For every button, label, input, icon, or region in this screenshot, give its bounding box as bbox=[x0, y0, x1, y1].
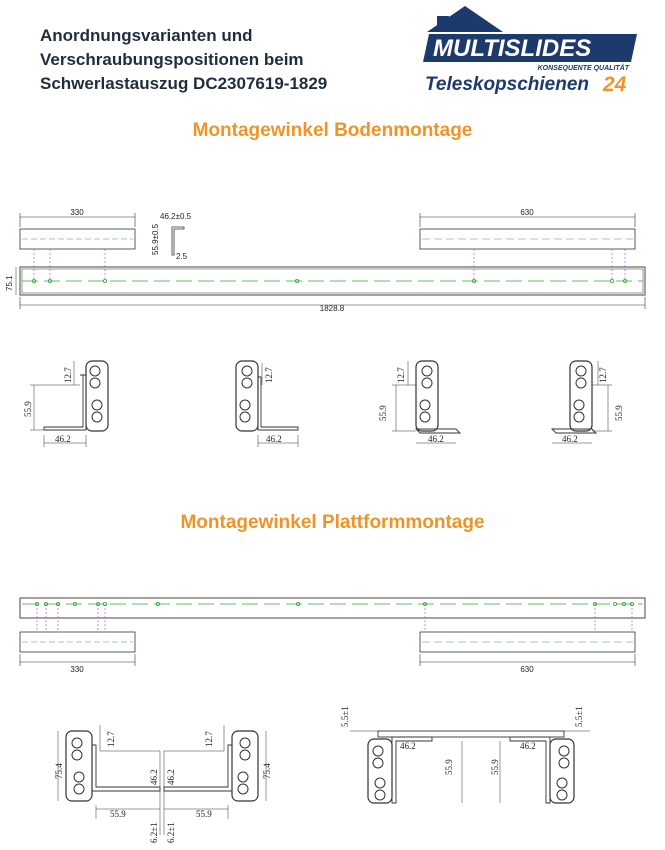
title-line-3: Schwerlastauszug DC2307619-1829 bbox=[40, 74, 328, 93]
platform-profile-right: 5.5±1 5.5±1 46.2 46.2 55.9 55.9 bbox=[340, 706, 590, 804]
platform-profile-left: 12.7 12.7 75.4 75.4 46.2 46.2 55.9 55.9 … bbox=[54, 725, 272, 843]
dim-angle-thickness: 2.5 bbox=[176, 252, 188, 261]
dim-left-bracket-2: 330 bbox=[70, 665, 84, 674]
logo-subtitle: Teleskopschienen bbox=[425, 74, 589, 95]
title-line-2: Verschraubungspositionen beim bbox=[40, 50, 304, 69]
p2-bottom: 46.2 bbox=[266, 434, 282, 444]
plattform-rail-drawing: 330 630 bbox=[19, 597, 646, 674]
p3-top: 12.7 bbox=[396, 367, 406, 383]
dim-rail-length: 1828.8 bbox=[320, 304, 345, 313]
plattform-profiles: 12.7 12.7 75.4 75.4 46.2 46.2 55.9 55.9 … bbox=[54, 706, 590, 843]
p2-top: 12.7 bbox=[264, 367, 274, 383]
dim-right-bracket: 630 bbox=[520, 208, 534, 217]
dim-rail-height: 75.1 bbox=[5, 275, 14, 291]
pl-bottom-left: 55.9 bbox=[110, 809, 126, 819]
logo-number: 24 bbox=[602, 73, 627, 96]
pl-mid-right: 46.2 bbox=[166, 769, 176, 785]
dim-angle-height: 55.9±0.5 bbox=[151, 223, 160, 255]
section-title-bodenmontage: Montagewinkel Bodenmontage bbox=[192, 120, 473, 141]
pl-top-left: 12.7 bbox=[106, 731, 116, 747]
profile-1: 12.7 55.9 46.2 bbox=[23, 360, 109, 447]
logo-tagline: KONSEQUENTE QUALITÄT bbox=[538, 64, 630, 72]
page-title: Anordnungsvarianten und Verschraubungspo… bbox=[40, 24, 390, 96]
angle-profile bbox=[171, 226, 185, 256]
p1-top: 12.7 bbox=[63, 367, 73, 383]
pr-top-left: 5.5±1 bbox=[340, 706, 350, 727]
section-title-plattformmontage: Montagewinkel Plattformmontage bbox=[180, 512, 485, 533]
pl-gap-left: 6.2±1 bbox=[149, 822, 159, 843]
dim-angle-width: 46.2±0.5 bbox=[160, 212, 192, 221]
bodenmontage-rail-drawing: 330 630 46.2±0.5 55.9±0.5 2.5 75.1 1828.… bbox=[5, 208, 646, 313]
p4-top: 12.7 bbox=[598, 367, 608, 383]
p4-side: 55.9 bbox=[614, 405, 624, 421]
right-bracket bbox=[419, 228, 636, 250]
pl-gap-right: 6.2±1 bbox=[166, 822, 176, 843]
p1-bottom: 46.2 bbox=[55, 434, 71, 444]
profile-2: 12.7 46.2 bbox=[235, 360, 299, 447]
pr-width-left: 46.2 bbox=[400, 741, 416, 751]
right-bracket-2 bbox=[419, 631, 636, 653]
pr-width-right: 46.2 bbox=[520, 741, 536, 751]
pl-side-right: 75.4 bbox=[262, 763, 272, 779]
p3-bottom: 46.2 bbox=[428, 434, 444, 444]
title-line-1: Anordnungsvarianten und bbox=[40, 26, 253, 45]
profile-4: 12.7 55.9 46.2 bbox=[550, 360, 624, 444]
pr-height-right: 55.9 bbox=[490, 759, 500, 775]
pr-top-right: 5.5±1 bbox=[574, 706, 584, 727]
dim-right-bracket-2: 630 bbox=[520, 665, 534, 674]
rail-2 bbox=[19, 597, 646, 619]
pr-height-left: 55.9 bbox=[444, 759, 454, 775]
pl-bottom-right: 55.9 bbox=[196, 809, 212, 819]
logo-brand: MULTISLIDES bbox=[433, 35, 591, 62]
bodenmontage-profiles: 12.7 55.9 46.2 12.7 46.2 12.7 55.9 46.2 bbox=[23, 360, 624, 447]
multislides-logo: MULTISLIDES KONSEQUENTE QUALITÄT Telesko… bbox=[423, 6, 637, 96]
p1-side: 55.9 bbox=[23, 401, 33, 417]
p4-bottom: 46.2 bbox=[562, 434, 578, 444]
pl-top-right: 12.7 bbox=[204, 731, 214, 747]
pl-mid-left: 46.2 bbox=[149, 769, 159, 785]
p3-side: 55.9 bbox=[378, 405, 388, 421]
pl-side-left: 75.4 bbox=[54, 763, 64, 779]
dim-left-bracket: 330 bbox=[70, 208, 84, 217]
profile-3: 12.7 55.9 46.2 bbox=[378, 360, 462, 444]
